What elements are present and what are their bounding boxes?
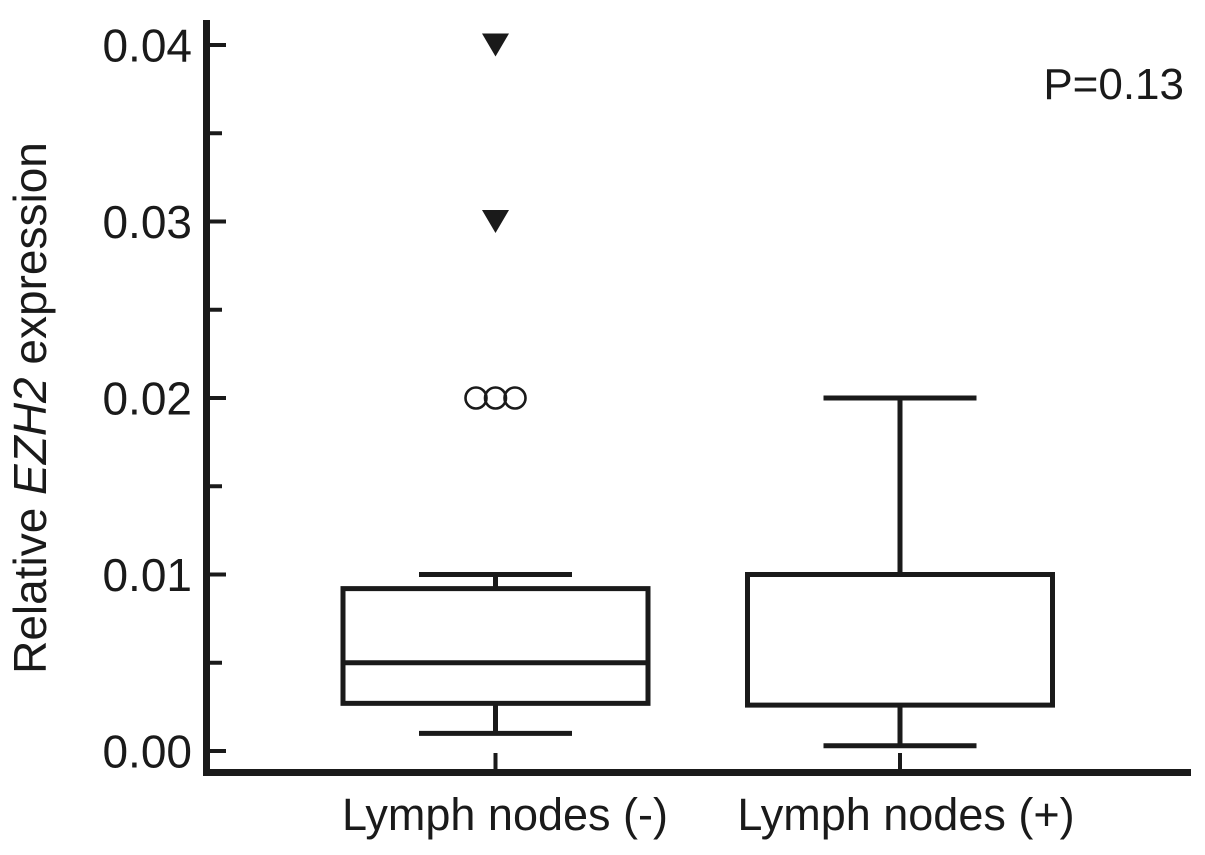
x-category-label-positive: Lymph nodes (+) <box>737 789 1075 840</box>
y-tick-label: 0.00 <box>102 726 192 778</box>
outlier-circle-marker <box>503 386 527 410</box>
y-axis-title-part: Relative <box>4 494 56 674</box>
y-tick-label: 0.02 <box>102 373 192 425</box>
y-tick-label: 0.03 <box>102 196 192 248</box>
y-tick-label: 0.04 <box>102 20 192 72</box>
outlier-triangle-marker <box>482 210 509 233</box>
x-category-label-negative: Lymph nodes (-) <box>342 789 668 840</box>
y-axis-title-part: expression <box>4 142 56 378</box>
outlier-triangle-marker <box>482 33 509 57</box>
box-rect <box>340 586 651 706</box>
y-tick-label: 0.01 <box>102 549 192 601</box>
outlier-circle-marker <box>483 386 508 410</box>
box-rect <box>745 572 1055 708</box>
y-axis-title-gene-italic: EZH2 <box>4 377 56 495</box>
outlier-circle-marker <box>464 386 488 410</box>
y-axis-title: Relative EZH2 expression <box>4 128 56 688</box>
p-value-annotation: P=0.13 <box>1043 60 1184 109</box>
